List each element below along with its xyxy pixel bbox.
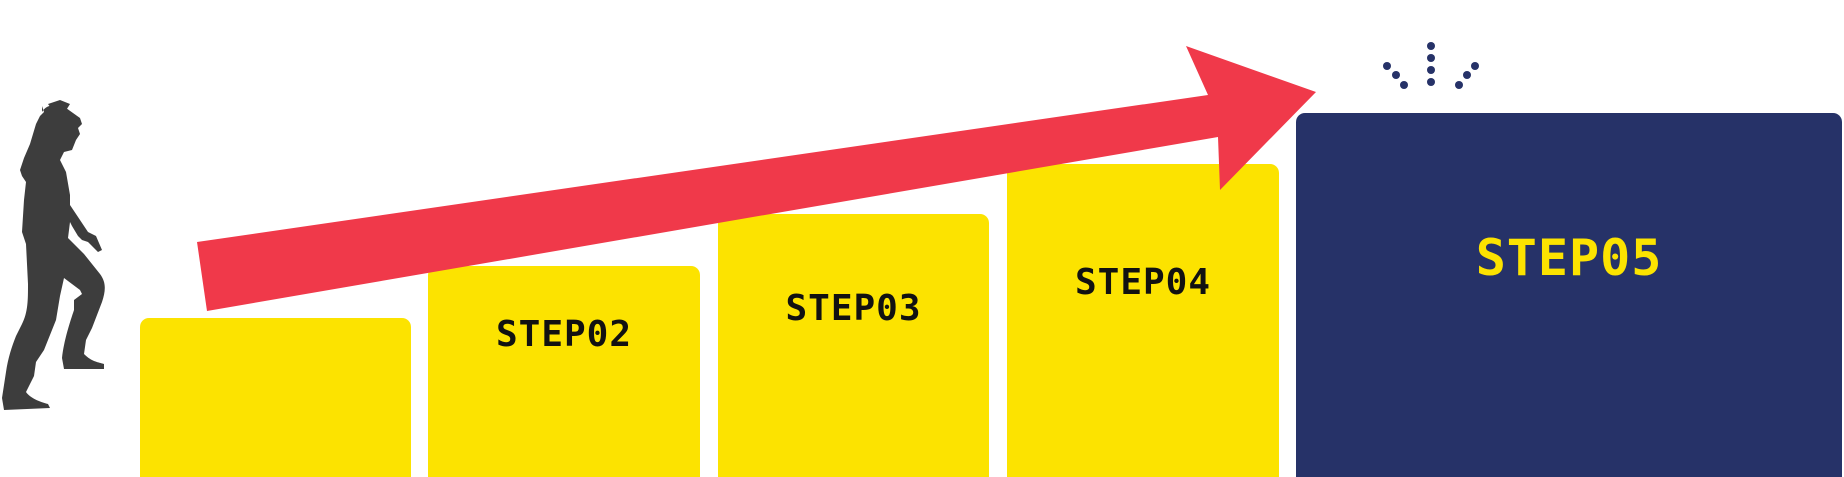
spark-dot bbox=[1392, 71, 1400, 79]
step-label: STEP02 bbox=[495, 314, 633, 355]
spark-dot bbox=[1427, 54, 1435, 62]
step-03-block: STEP03 bbox=[718, 214, 989, 477]
spark-dot bbox=[1400, 81, 1408, 89]
spark-dot bbox=[1427, 42, 1435, 50]
step-04-block: STEP04 bbox=[1007, 164, 1279, 477]
spark-dot bbox=[1455, 81, 1463, 89]
step-01-block bbox=[140, 318, 411, 477]
step-label: STEP04 bbox=[1074, 262, 1212, 303]
spark-dot bbox=[1427, 78, 1435, 86]
spark-dot bbox=[1427, 66, 1435, 74]
step-02-block: STEP02 bbox=[428, 266, 700, 477]
step-05-block: STEP05 bbox=[1296, 113, 1842, 477]
spark-dot bbox=[1471, 62, 1479, 70]
person-walking-icon bbox=[2, 100, 105, 410]
growth-arrow-icon bbox=[197, 46, 1316, 311]
step-label: STEP05 bbox=[1475, 229, 1663, 287]
step-label: STEP03 bbox=[785, 288, 922, 329]
spark-dot bbox=[1383, 62, 1391, 70]
spark-dot bbox=[1463, 71, 1471, 79]
